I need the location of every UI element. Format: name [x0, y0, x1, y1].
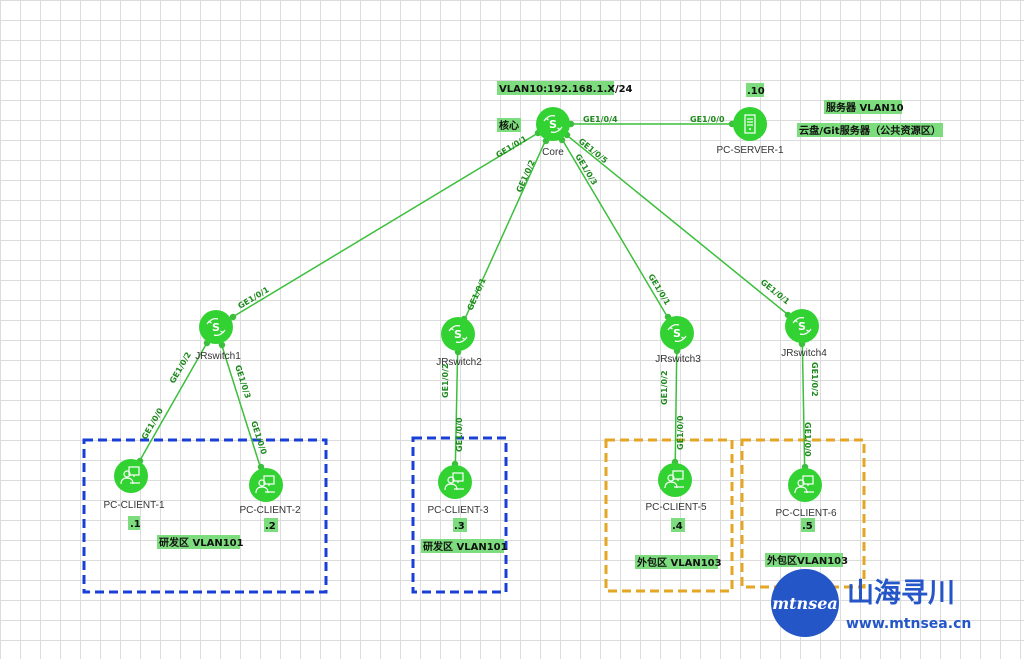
server-icon	[733, 107, 767, 141]
svg-text:.2: .2	[265, 521, 276, 532]
svg-text:研发区 VLAN101: 研发区 VLAN101	[423, 540, 508, 553]
svg-text:服务器 VLAN10: 服务器 VLAN10	[826, 101, 904, 114]
node-label: PC-CLIENT-5	[645, 502, 707, 513]
svg-text:VLAN10:192.168.1.X/24: VLAN10:192.168.1.X/24	[499, 84, 633, 95]
port-label: GE1/0/2	[168, 351, 193, 385]
node-jrswitch4[interactable]: JRswitch4	[781, 309, 827, 359]
zone-box-rnd-1	[82, 438, 328, 594]
zone-box-rnd-2	[411, 436, 508, 594]
port-label: GE1/0/2	[515, 159, 537, 194]
link-sw4-c6[interactable]	[801, 325, 806, 486]
node-jrswitch2[interactable]: JRswitch2	[436, 317, 482, 368]
node-label: JRswitch4	[781, 348, 827, 359]
tag-server-ip: .10	[746, 83, 765, 97]
node-label: PC-CLIENT-6	[775, 508, 837, 519]
tag-c6-ip: .5	[801, 518, 815, 532]
link-sw2-c3[interactable]	[454, 333, 459, 483]
tag-zone-rnd-2: 研发区 VLAN101	[421, 539, 508, 553]
node-label: JRswitch1	[195, 351, 241, 362]
svg-text:核心: 核心	[499, 119, 519, 132]
link-core-sw4[interactable]	[552, 123, 803, 327]
pc-client-icon	[438, 465, 472, 499]
node-label: PC-SERVER-1	[716, 145, 783, 156]
tag-zone-outsource-2: 外包区VLAN103	[765, 553, 848, 567]
svg-text:外包区VLAN103: 外包区VLAN103	[766, 554, 848, 567]
tag-c5-ip: .4	[671, 518, 685, 532]
tag-c2-ip: .2	[264, 518, 278, 532]
port-label: GE1/0/0	[803, 422, 812, 457]
port-label: GE1/0/2	[441, 363, 450, 398]
watermark-url: www.mtnsea.cn	[846, 616, 971, 632]
port-label: GE1/0/3	[233, 364, 252, 400]
node-core[interactable]: Core	[536, 107, 570, 158]
svg-text:.4: .4	[672, 521, 683, 532]
port-label: GE1/0/1	[466, 276, 488, 312]
port-label: GE1/0/4	[583, 115, 618, 124]
svg-text:外包区 VLAN103: 外包区 VLAN103	[636, 556, 722, 569]
pc-client-icon	[658, 463, 692, 497]
node-pc-server-1[interactable]: PC-SERVER-1	[716, 107, 784, 156]
node-label: JRswitch2	[436, 357, 482, 368]
node-pc-client-2[interactable]: PC-CLIENT-2	[239, 468, 301, 516]
tag-core-cn: 核心	[497, 118, 521, 132]
port-label: GE1/0/0	[455, 417, 464, 452]
port-label: GE1/0/1	[494, 134, 529, 160]
pc-client-icon	[249, 468, 283, 502]
watermark-logo-text: mtnsea	[772, 594, 838, 613]
tag-zone-outsource-1: 外包区 VLAN103	[635, 555, 722, 569]
node-jrswitch3[interactable]: JRswitch3	[655, 316, 701, 365]
tag-zone-rnd-1: 研发区 VLAN101	[157, 535, 244, 549]
port-label: GE1/0/0	[690, 115, 725, 124]
node-label: PC-CLIENT-2	[239, 505, 301, 516]
port-label: GE1/0/2	[660, 370, 669, 405]
svg-text:.5: .5	[802, 521, 813, 532]
link-sw1-c2[interactable]	[215, 326, 267, 486]
link-sw3-c5[interactable]	[674, 332, 678, 481]
svg-text:云盘/Git服务器（公共资源区）: 云盘/Git服务器（公共资源区）	[799, 124, 941, 137]
port-label: GE1/0/2	[810, 362, 819, 397]
tag-c3-ip: .3	[453, 518, 467, 532]
node-jrswitch1[interactable]: JRswitch1	[195, 310, 241, 362]
node-label: PC-CLIENT-1	[103, 500, 165, 511]
port-label: GE1/0/1	[759, 278, 792, 307]
port-label: GE1/0/0	[676, 415, 685, 450]
node-pc-client-5[interactable]: PC-CLIENT-5	[645, 463, 707, 513]
pc-client-icon	[788, 468, 822, 502]
tag-vlan10-subnet: VLAN10:192.168.1.X/24	[497, 81, 633, 95]
tag-server-desc: 云盘/Git服务器（公共资源区）	[797, 123, 943, 137]
link-core-sw3[interactable]	[552, 123, 678, 334]
node-pc-client-1[interactable]: PC-CLIENT-1	[103, 459, 165, 511]
node-pc-client-6[interactable]: PC-CLIENT-6	[775, 468, 837, 519]
link-core-sw2[interactable]	[457, 123, 554, 335]
node-pc-client-3[interactable]: PC-CLIENT-3	[427, 465, 489, 516]
link-sw1-c1[interactable]	[130, 326, 217, 477]
port-label: GE1/0/0	[249, 420, 268, 456]
link-core-sw1[interactable]	[215, 123, 554, 328]
node-label: Core	[542, 147, 564, 158]
svg-text:.1: .1	[130, 519, 141, 530]
pc-client-icon	[114, 459, 148, 493]
watermark-logo-icon	[771, 569, 839, 637]
svg-text:.3: .3	[454, 521, 465, 532]
svg-text:.10: .10	[747, 86, 765, 97]
svg-text:研发区 VLAN101: 研发区 VLAN101	[159, 536, 244, 549]
node-label: JRswitch3	[655, 354, 701, 365]
watermark-name: 山海寻川	[847, 578, 955, 609]
watermark: mtnsea 山海寻川 www.mtnsea.cn	[771, 569, 971, 637]
node-label: PC-CLIENT-3	[427, 505, 489, 516]
tag-c1-ip: .1	[128, 516, 141, 530]
zone-box-outsource-1	[604, 438, 734, 593]
tag-server-vlan: 服务器 VLAN10	[824, 100, 904, 114]
